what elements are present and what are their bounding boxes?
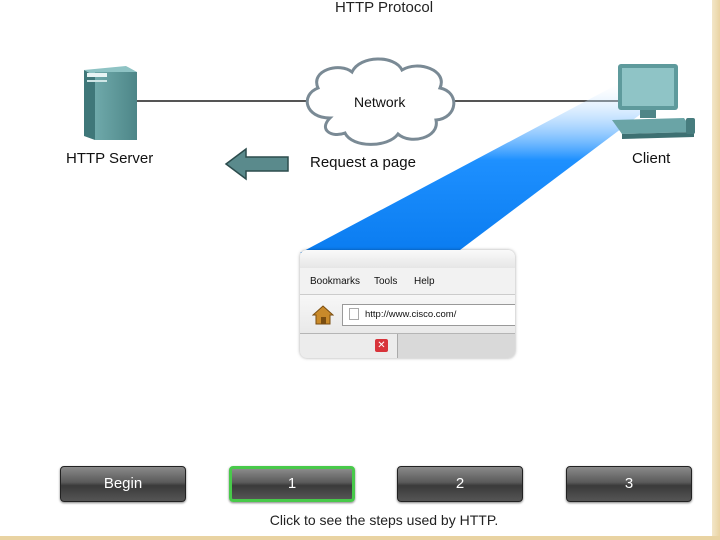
slide-edge-right — [712, 0, 720, 540]
request-arrow-icon — [224, 147, 289, 181]
browser-menubar: Bookmarks Tools Help — [300, 274, 515, 290]
zoom-beam — [300, 84, 670, 253]
browser-tab[interactable]: ✕ — [300, 334, 398, 358]
diagram-title: HTTP Protocol — [334, 0, 434, 16]
browser-address-row: http://www.cisco.com/ — [300, 294, 515, 335]
step-1-button[interactable]: 1 — [229, 466, 355, 502]
step-2-button[interactable]: 2 — [397, 466, 523, 502]
request-label: Request a page — [310, 154, 416, 171]
client-label: Client — [632, 150, 671, 167]
url-text: http://www.cisco.com/ — [365, 309, 457, 320]
instruction-text: Click to see the steps used by HTTP. — [269, 512, 499, 528]
step-3-button[interactable]: 3 — [566, 466, 692, 502]
menu-bookmarks[interactable]: Bookmarks — [310, 276, 361, 287]
browser-window: Bookmarks Tools Help http://www.cisco.co… — [300, 250, 515, 358]
home-icon[interactable] — [312, 305, 334, 325]
network-cloud-icon — [305, 57, 456, 146]
menu-tools[interactable]: Tools — [374, 276, 398, 287]
menu-help[interactable]: Help — [414, 276, 435, 287]
slide-edge-bottom — [0, 536, 720, 540]
http-server-icon — [84, 66, 137, 140]
address-bar[interactable]: http://www.cisco.com/ — [342, 304, 515, 326]
browser-titlebar — [300, 250, 515, 268]
close-tab-icon[interactable]: ✕ — [375, 339, 388, 352]
begin-button[interactable]: Begin — [60, 466, 186, 502]
http-server-label: HTTP Server — [66, 150, 154, 167]
network-label: Network — [354, 94, 406, 110]
browser-tab-strip: ✕ — [300, 333, 515, 358]
client-computer-icon — [612, 64, 695, 139]
page-icon — [349, 308, 359, 321]
